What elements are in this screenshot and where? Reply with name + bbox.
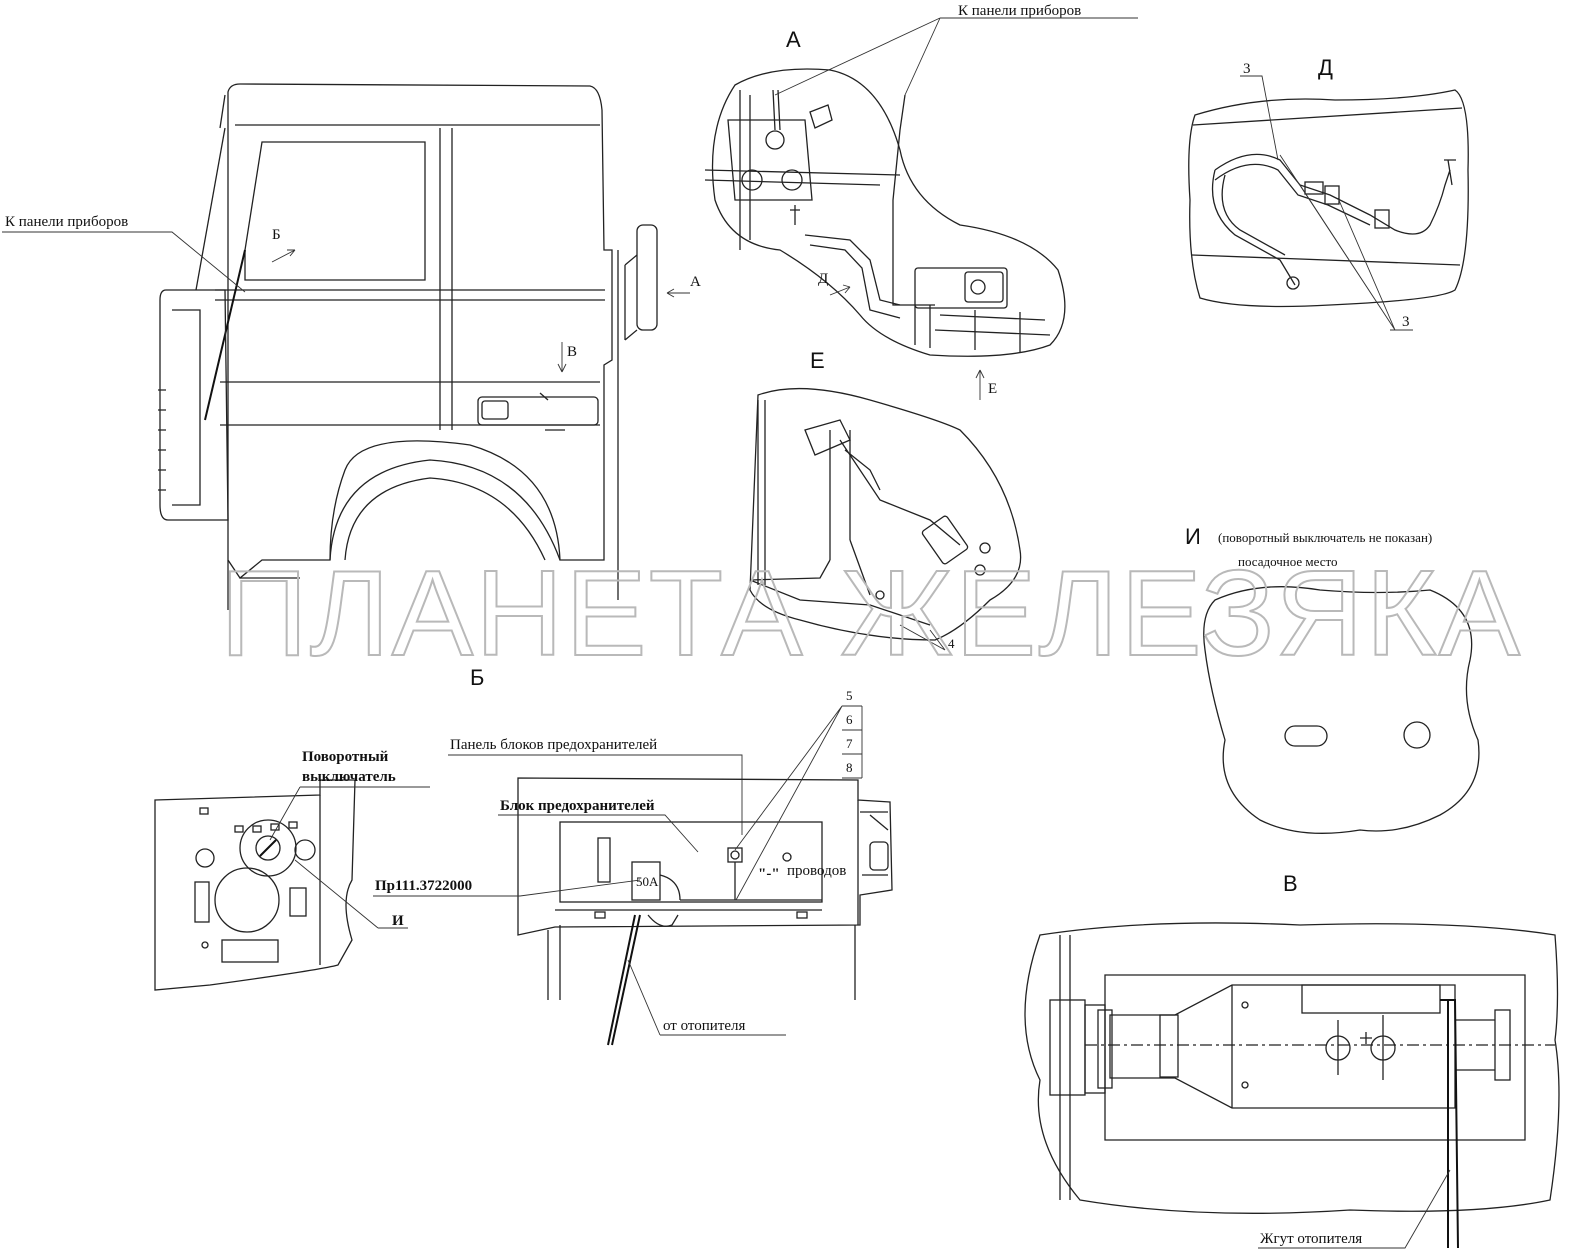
- minus-wires-sign: "-": [758, 866, 780, 882]
- fuse-block-label: Блок предохранителей: [500, 798, 655, 814]
- mounting-place-label: посадочное место: [1238, 554, 1338, 569]
- view-b-detail: Б Поворотный выключатель И: [154, 665, 484, 991]
- view-v-detail: В Жгут отопителя: [1024, 871, 1560, 1249]
- view-b-arrow-label: Б: [272, 227, 281, 243]
- fuse-panel-detail: Панель блоков предохранителей Блок предо…: [373, 688, 893, 1046]
- view-i-note: (поворотный выключатель не показан): [1218, 530, 1432, 545]
- position-3-bottom: 3: [1402, 314, 1410, 330]
- to-panel-label-top: К панели приборов: [958, 3, 1081, 19]
- cab-side-view: [158, 83, 658, 610]
- view-e-detail: Е 4: [749, 348, 1022, 651]
- to-panel-label-left: К панели приборов: [5, 214, 128, 230]
- from-heater-label: от отопителя: [663, 1018, 746, 1034]
- view-i-detail: И (поворотный выключатель не показан) по…: [1185, 524, 1480, 834]
- position-4: 4: [948, 636, 955, 651]
- view-i-title: И: [1185, 524, 1201, 549]
- view-e-title: Е: [810, 348, 825, 373]
- fuse-panel-label: Панель блоков предохранителей: [450, 737, 657, 753]
- minus-wires-label: проводов: [787, 863, 846, 879]
- position-7: 7: [846, 736, 853, 751]
- view-a-detail: А К панели приборов Д Е: [704, 3, 1138, 400]
- position-3-top: 3: [1243, 61, 1251, 77]
- view-a-arrow-label: А: [690, 274, 701, 290]
- view-a-title: А: [786, 27, 801, 52]
- view-d-detail: Д 3 3: [1188, 55, 1469, 331]
- position-6: 6: [846, 712, 853, 727]
- view-e-arrow-label: Е: [988, 381, 997, 397]
- heater-harness-label: Жгут отопителя: [1260, 1231, 1362, 1247]
- view-i-leader-label: И: [392, 913, 404, 929]
- rotary-switch-label-1: Поворотный: [302, 749, 389, 765]
- view-v-arrow-label: В: [567, 344, 577, 360]
- view-b-title: Б: [470, 665, 484, 690]
- view-d-arrow-label: Д: [818, 271, 828, 287]
- part-number-label: Пр111.3722000: [375, 878, 472, 894]
- view-v-title: В: [1283, 871, 1298, 896]
- cab-annotations: К панели приборов Б А В: [2, 214, 701, 373]
- rotary-switch-label-2: выключатель: [302, 769, 396, 785]
- position-5: 5: [846, 688, 853, 703]
- watermark-text: ПЛАНЕТА ЖЕЛЕЗЯКА: [220, 545, 1522, 681]
- view-d-title: Д: [1318, 55, 1333, 80]
- position-8: 8: [846, 760, 853, 775]
- fuse-rating-label: 50А: [636, 874, 659, 889]
